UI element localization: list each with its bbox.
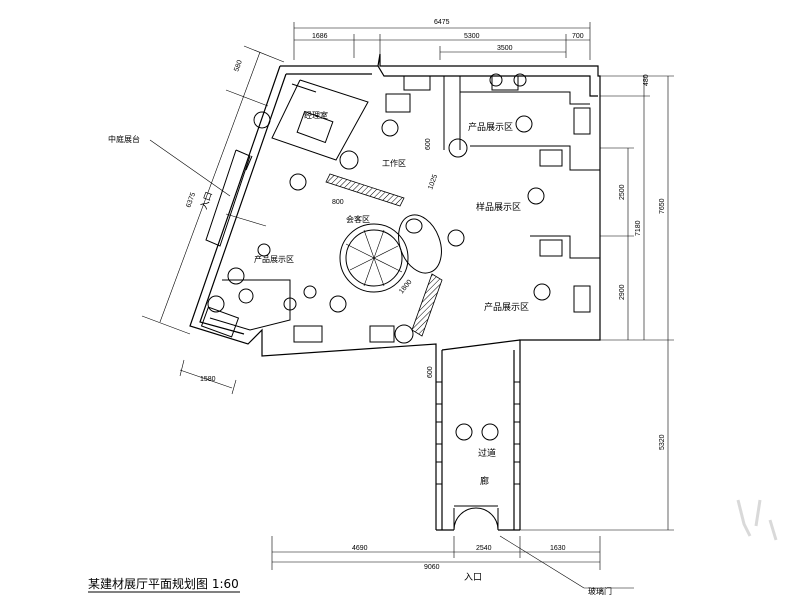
- room-product-display-right: 产品展示区: [484, 301, 529, 313]
- dim-right-7180: 7180: [635, 220, 642, 236]
- room-corridor-2: 廊: [480, 475, 489, 487]
- fixtures: [207, 73, 551, 344]
- dim-inner-600: 600: [425, 138, 432, 150]
- manager-office: 经理室: [271, 79, 369, 161]
- bottom-dimension-chain: 4690 9060 2540 1630 1580: [179, 359, 601, 571]
- dim-bottom-9060: 9060: [424, 564, 440, 571]
- dim-left-6375: 6375: [185, 192, 197, 209]
- room-product-display-upper: 产品展示区: [468, 121, 513, 133]
- right-dimension-chain: 480 2500 7180 7650 2900 5320: [520, 74, 674, 531]
- hatched-partitions: [325, 173, 443, 337]
- room-work-area: 工作区: [382, 158, 406, 168]
- right-partitions: [460, 75, 600, 313]
- entrance-side-label: 入口: [198, 190, 214, 211]
- dim-right-2900: 2900: [619, 284, 626, 300]
- room-labels: 产品展示区 样品展示区 产品展示区 过道 廊: [468, 121, 529, 487]
- dim-right-7650: 7650: [659, 198, 666, 214]
- dim-inner-1025: 1025: [427, 174, 439, 191]
- outer-walls: [189, 53, 601, 531]
- dim-top-right: 700: [572, 33, 584, 40]
- dim-top-total: 6475: [434, 19, 450, 26]
- dim-top-mid: 5300: [464, 33, 480, 40]
- room-reception: 会客区: [346, 214, 370, 224]
- leader-left-label: 中庭展台: [108, 134, 140, 144]
- room-corridor: 过道: [478, 447, 496, 459]
- top-dimension-chain: 6475 1686 5300 3500 700: [293, 19, 591, 60]
- left-dimension-chain: 580 6375: [141, 45, 285, 335]
- left-display: 产品展示区: [200, 149, 395, 343]
- dim-bottom-4690: 4690: [352, 545, 368, 552]
- reception-area: 会客区 800 1800: [332, 199, 442, 296]
- room-sample-display: 样品展示区: [476, 201, 521, 213]
- dim-inner-800: 800: [332, 199, 344, 206]
- dim-top-inner: 3500: [497, 45, 513, 52]
- watermark-logo: [736, 499, 778, 541]
- dim-corridor-600: 600: [427, 366, 434, 378]
- entrance-bottom-label: 入口: [464, 572, 482, 583]
- entrance-door: [453, 505, 499, 531]
- room-display-left: 产品展示区: [254, 254, 294, 264]
- dim-left-580: 580: [233, 59, 244, 72]
- dim-right-5320: 5320: [659, 434, 666, 450]
- dim-top-left: 1686: [312, 33, 328, 40]
- leader-bottom-label: 玻璃门: [588, 586, 612, 596]
- room-office: 经理室: [304, 110, 328, 120]
- dim-inner-1800: 1800: [398, 279, 413, 296]
- dim-bottom-2540: 2540: [476, 545, 492, 552]
- dim-right-2500: 2500: [619, 184, 626, 200]
- work-desk: [385, 93, 411, 113]
- leader-annotations: 中庭展台 玻璃门: [108, 134, 634, 596]
- drawing-title: 某建材展厅平面规划图 1:60: [88, 576, 239, 591]
- dim-bottom-1630: 1630: [550, 545, 566, 552]
- corridor-panels: 600: [427, 366, 521, 485]
- dim-right-480: 480: [643, 74, 650, 86]
- dim-bottom-left-1580: 1580: [200, 376, 216, 383]
- work-area: 工作区 600 1025: [382, 75, 461, 191]
